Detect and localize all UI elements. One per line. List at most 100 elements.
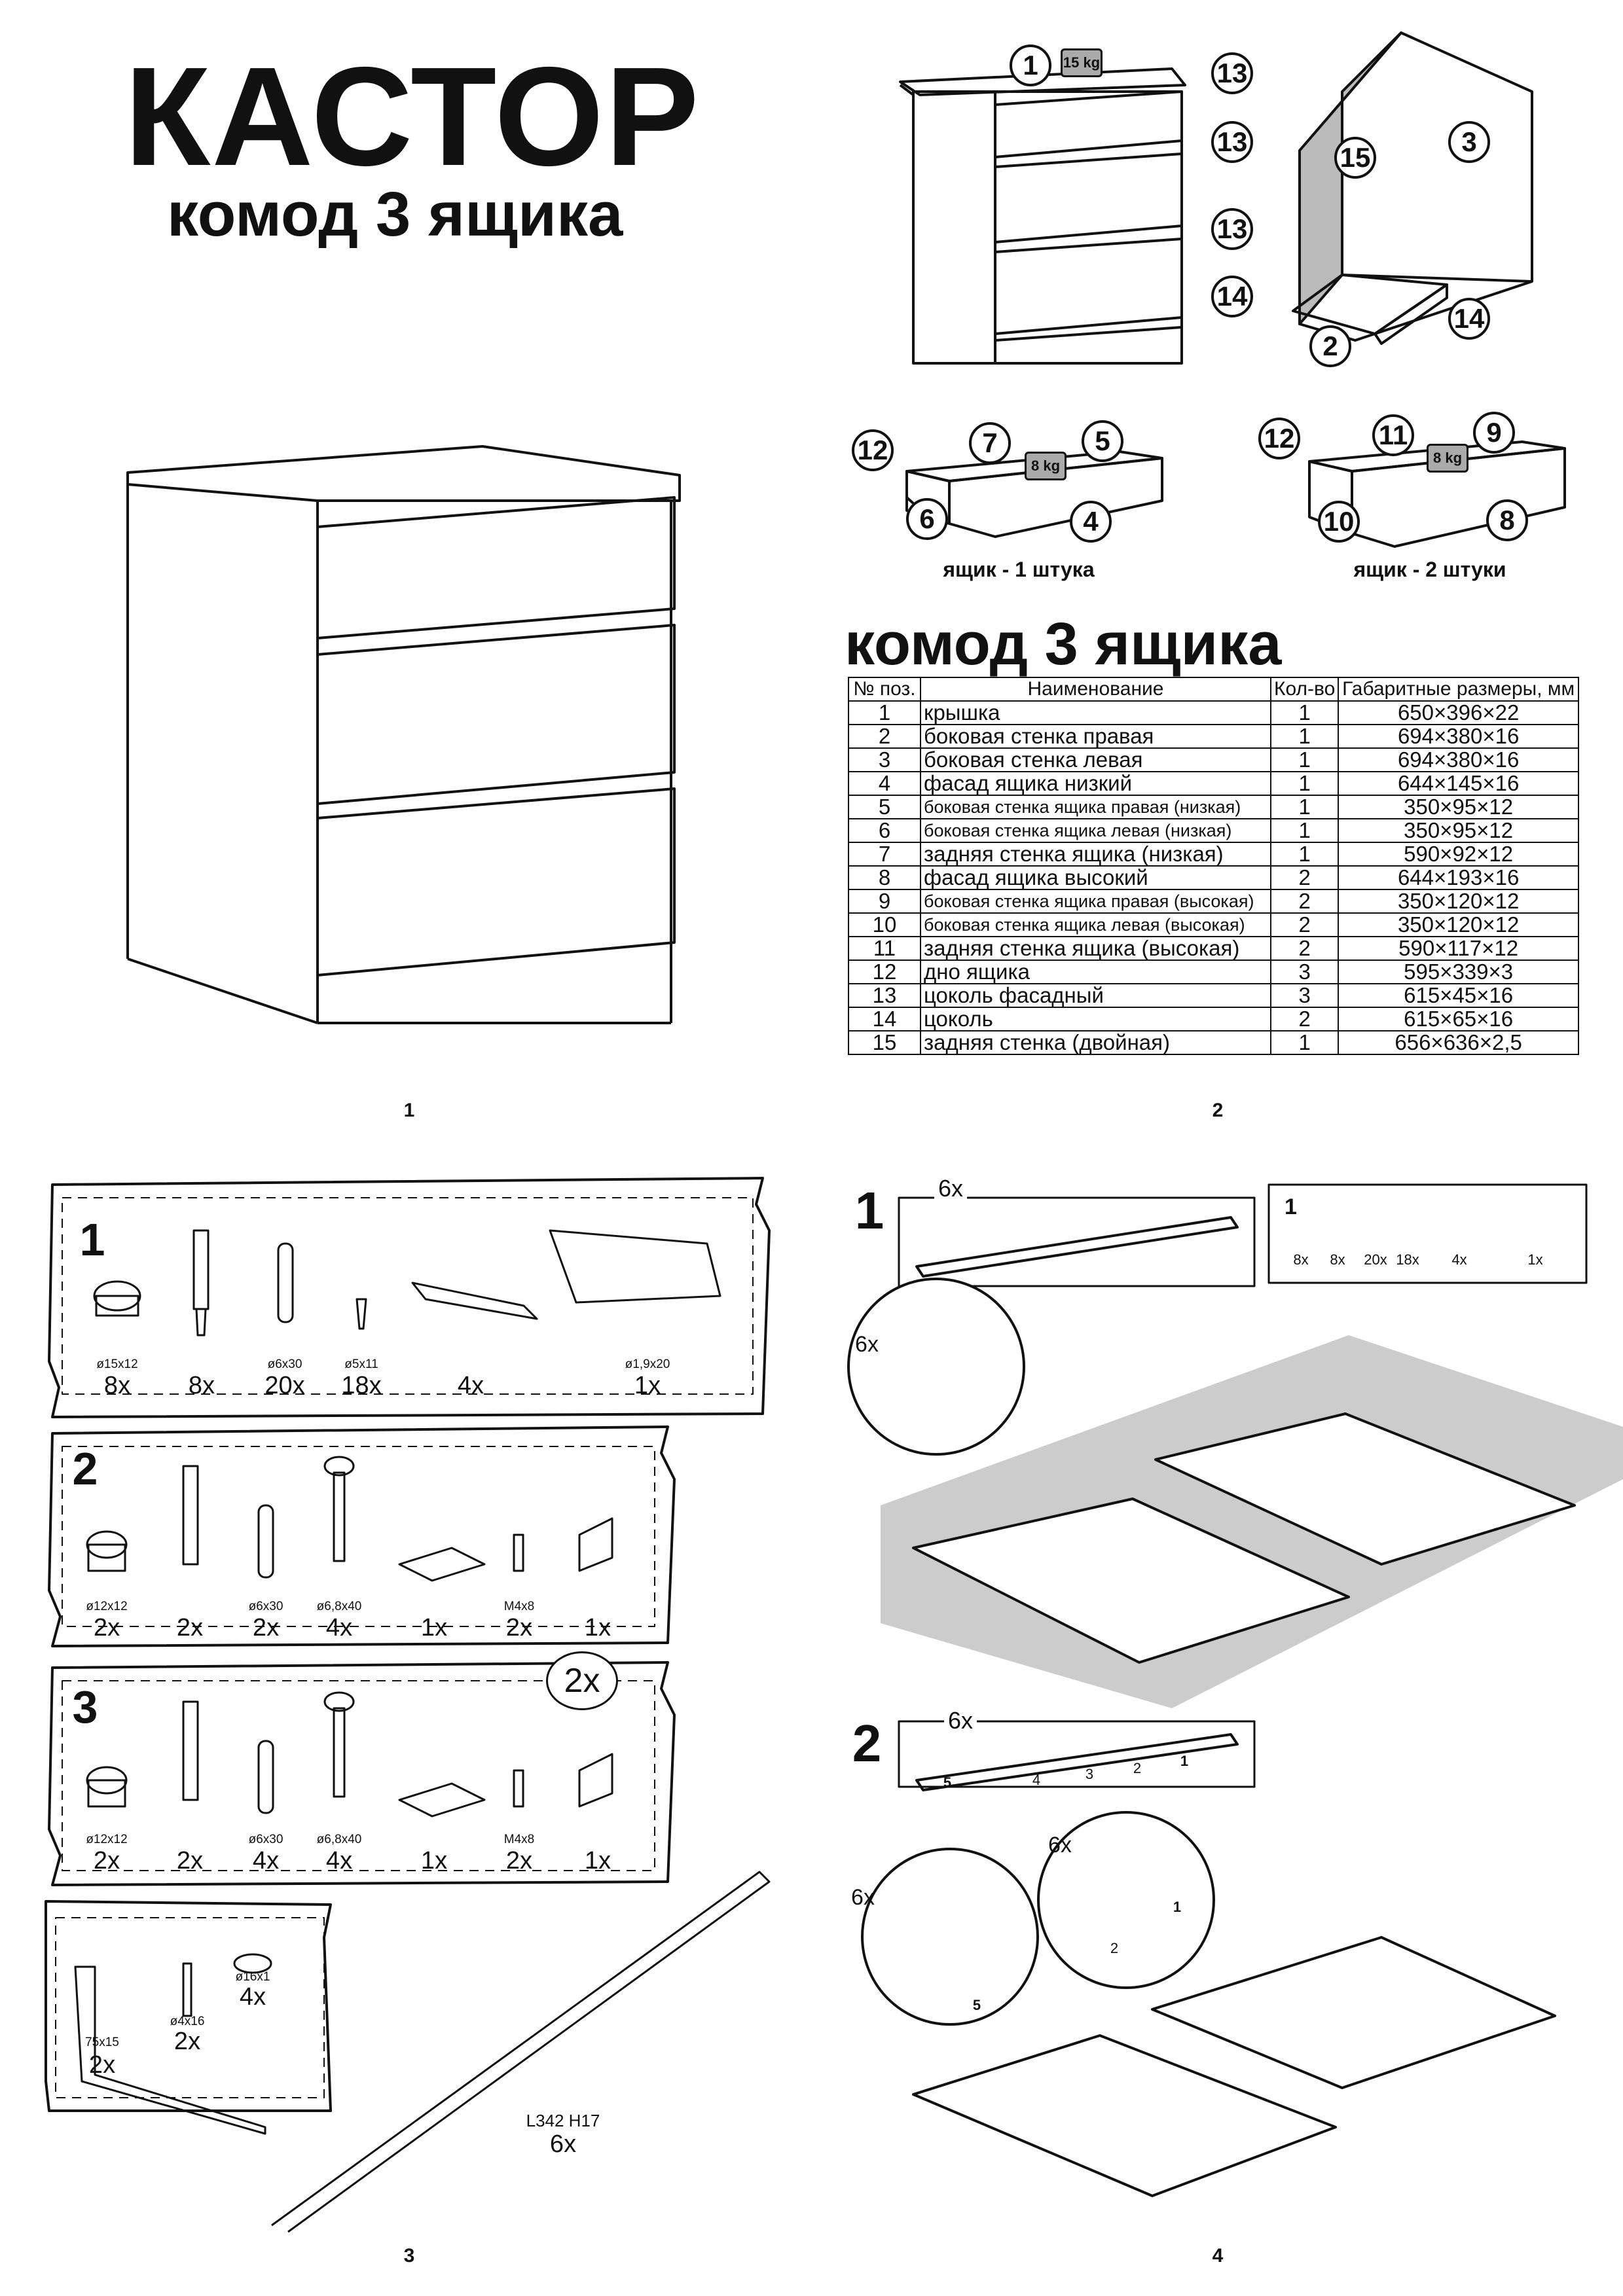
cell-dimensions: 350×95×12 — [1338, 795, 1579, 819]
hardware-qty: 2x — [252, 1614, 280, 1641]
column-header: № поз. — [848, 677, 921, 702]
part-callout: 15 — [1334, 137, 1376, 179]
kit-qty: 4x — [1451, 1251, 1467, 1268]
cell-quantity: 1 — [1269, 1030, 1340, 1055]
part-callout: 12 — [1258, 418, 1300, 459]
hardware-size: M4x8 — [503, 1833, 535, 1846]
part-callout: 8 — [1486, 499, 1528, 541]
cell-name: задняя стенка (двойная) — [920, 1030, 1271, 1055]
rail-size: L342 H17 — [526, 2111, 600, 2130]
hardware-qty: 4x — [325, 1847, 353, 1874]
exploded-carcass-drawing — [899, 31, 1533, 365]
hardware-size: M4x8 — [503, 1600, 535, 1613]
cell-dimensions: 694×380×16 — [1338, 747, 1579, 772]
hardware-size: ø6x30 — [267, 1357, 302, 1371]
cell-name: дно ящика — [920, 960, 1271, 984]
hardware-size: ø5x11 — [344, 1357, 378, 1371]
cell-quantity: 1 — [1269, 700, 1340, 725]
dresser-drawing — [126, 445, 681, 1024]
cell-quantity: 2 — [1269, 936, 1340, 961]
step1-drawings — [847, 1183, 1623, 1708]
cell-position: 3 — [848, 747, 921, 772]
rail-qty: 6x — [549, 2130, 577, 2158]
parts-table-heading: комод 3 ящика — [845, 611, 1282, 677]
hardware-qty: 2x — [176, 1847, 204, 1874]
step-number: 1 — [854, 1181, 884, 1240]
cell-position: 6 — [848, 818, 921, 843]
page-number: 4 — [1212, 2245, 1224, 2267]
page-number: 2 — [1212, 1100, 1224, 1121]
cell-position: 13 — [848, 983, 921, 1008]
cell-dimensions: 350×120×12 — [1338, 889, 1579, 914]
cell-dimensions: 650×396×22 — [1338, 700, 1579, 725]
detail-qty: 6x — [1048, 1833, 1072, 1857]
cell-dimensions: 656×636×2,5 — [1338, 1030, 1579, 1055]
column-header: Габаритные размеры, мм — [1338, 677, 1579, 702]
cell-quantity: 3 — [1269, 960, 1340, 984]
cell-dimensions: 350×120×12 — [1338, 912, 1579, 937]
rail-mark: 1 — [1180, 1753, 1189, 1769]
cell-quantity: 1 — [1269, 795, 1340, 819]
hardware-qty: 1x — [584, 1847, 611, 1874]
cell-quantity: 1 — [1269, 771, 1340, 796]
hardware-size: 75x15 — [85, 2036, 119, 2049]
kit-qty: 8x — [1330, 1251, 1345, 1268]
kit-label: 1 — [1285, 1194, 1297, 1219]
cell-name: задняя стенка ящика (низкая) — [920, 842, 1271, 867]
hardware-items-drawing — [74, 1229, 771, 2233]
part-callout: 14 — [1448, 298, 1490, 340]
bag-label: 1 — [79, 1214, 105, 1265]
part-callout: 6 — [906, 498, 948, 540]
cell-dimensions: 350×95×12 — [1338, 818, 1579, 843]
product-title: КАСТОР — [124, 37, 701, 195]
cell-position: 11 — [848, 936, 921, 961]
part-callout: 10 — [1318, 501, 1360, 543]
rail-qty: 6x — [943, 1707, 977, 1734]
part-callout: 13 — [1211, 52, 1253, 94]
hardware-qty: 2x — [88, 2051, 116, 2079]
cell-name: крышка — [920, 700, 1271, 725]
hardware-qty: 4x — [325, 1614, 353, 1641]
cell-quantity: 1 — [1269, 818, 1340, 843]
column-header: Наименование — [920, 677, 1271, 702]
rail-mark: 5 — [943, 1774, 952, 1791]
hardware-qty: 8x — [188, 1372, 215, 1399]
bag-multiplier-badge: 2x — [546, 1651, 618, 1710]
cell-position: 12 — [848, 960, 921, 984]
cell-dimensions: 644×145×16 — [1338, 771, 1579, 796]
cell-quantity: 2 — [1269, 1007, 1340, 1031]
product-subtitle: комод 3 ящика — [167, 179, 623, 249]
cell-dimensions: 615×65×16 — [1338, 1007, 1579, 1031]
kit-qty: 20x — [1364, 1251, 1387, 1268]
cell-name: боковая стенка ящика левая (низкая) — [920, 818, 1271, 843]
page-number: 3 — [403, 2245, 415, 2267]
step-number: 2 — [852, 1714, 882, 1772]
detail-mark: 1 — [1173, 1899, 1182, 1915]
bag-label: 3 — [72, 1681, 98, 1732]
cell-dimensions: 590×92×12 — [1338, 842, 1579, 867]
hardware-qty: 2x — [173, 2028, 201, 2055]
rail-mark: 3 — [1085, 1766, 1094, 1782]
cell-position: 8 — [848, 865, 921, 890]
hardware-bag-frames — [45, 1177, 771, 2112]
kit-qty: 8x — [1293, 1251, 1309, 1268]
cell-position: 5 — [848, 795, 921, 819]
cell-name: боковая стенка правая — [920, 724, 1271, 749]
detail-mark: 2 — [1110, 1940, 1119, 1956]
cell-dimensions: 615×45×16 — [1338, 983, 1579, 1008]
hardware-qty: 18x — [341, 1372, 382, 1399]
hardware-qty: 8x — [103, 1372, 131, 1399]
cell-position: 9 — [848, 889, 921, 914]
cell-name: боковая стенка ящика левая (высокая) — [920, 912, 1271, 937]
part-callout: 13 — [1211, 121, 1253, 163]
cell-position: 4 — [848, 771, 921, 796]
cell-name: боковая стенка левая — [920, 747, 1271, 772]
